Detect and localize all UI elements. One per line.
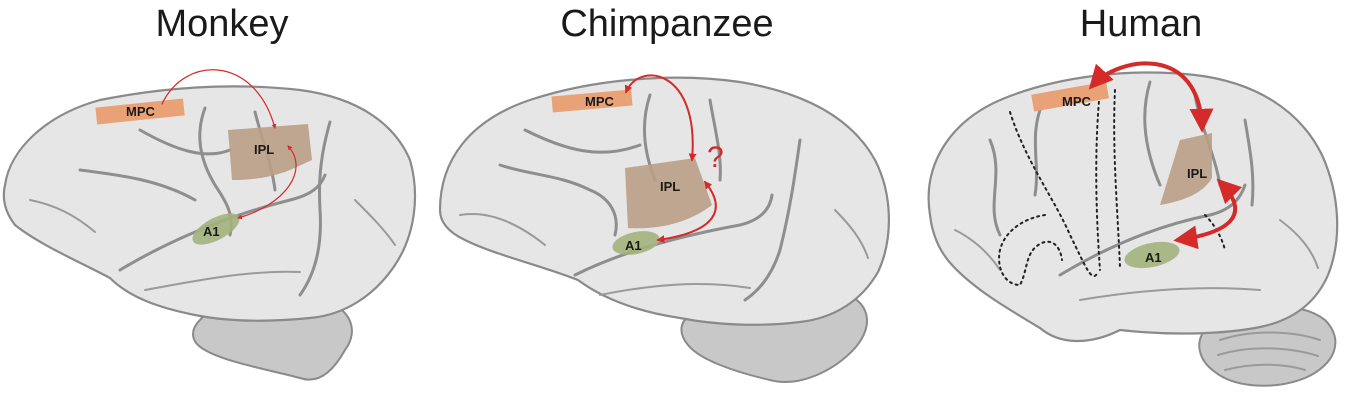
chimpanzee-sulcus (599, 283, 751, 296)
monkey-mpc-label: MPC (126, 104, 156, 119)
chimpanzee-sulcus (708, 98, 722, 182)
human-panel: Human MPC IPL A1 (927, 3, 1339, 387)
chimpanzee-a1-region (612, 231, 660, 255)
chimpanzee-sulcus (498, 163, 618, 237)
monkey-arrow-a1-ipl (237, 145, 297, 220)
human-sulcus (1033, 108, 1042, 197)
monkey-sulcus (298, 120, 332, 297)
human-arrow-a1-ipl (1173, 178, 1243, 250)
human-title: Human (1080, 3, 1203, 45)
monkey-brain-outline (2, 85, 417, 322)
chimpanzee-sulcus (573, 193, 774, 277)
monkey-sulcus (78, 168, 197, 202)
human-cerebellum-fold (1224, 363, 1306, 371)
chimpanzee-mpc-label: MPC (585, 94, 615, 109)
human-arrow-mpc-ipl (1088, 61, 1214, 133)
monkey-sulcus (354, 199, 396, 246)
human-sulcus (1279, 219, 1319, 269)
human-cerebellum-fold (1219, 331, 1321, 341)
human-sulcus (988, 138, 1002, 237)
chimpanzee-sulcus (834, 209, 869, 259)
human-sulcus (1079, 287, 1261, 301)
monkey-sulcus (138, 128, 232, 156)
human-cerebellum-fold (1217, 347, 1319, 357)
chimpanzee-sulcus (743, 138, 802, 302)
monkey-title: Monkey (155, 3, 288, 45)
human-boundary-dotted (1113, 89, 1121, 269)
monkey-a1-label: A1 (203, 224, 220, 239)
human-a1-region (1124, 241, 1180, 269)
chimpanzee-arrow-mpc-ipl (624, 74, 697, 162)
chimpanzee-a1-label: A1 (625, 238, 642, 253)
human-sulcus (954, 229, 1001, 271)
chimpanzee-question-mark: ? (707, 141, 724, 174)
chimpanzee-arrow-a1-ipl (656, 180, 717, 244)
chimpanzee-mpc-region (551, 89, 633, 113)
chimpanzee-ipl-label: IPL (660, 179, 680, 194)
human-boundary-dotted (998, 214, 1063, 287)
chimpanzee-panel: Chimpanzee MPC IPL A1 ? (438, 3, 890, 383)
monkey-arrow-mpc-ipl (161, 69, 277, 129)
human-ipl-label: IPL (1187, 166, 1207, 181)
monkey-a1-region (192, 213, 240, 245)
monkey-sulcus (144, 270, 301, 291)
monkey-sulcus (29, 199, 96, 233)
chimpanzee-sulcus (459, 213, 546, 246)
monkey-ipl-label: IPL (254, 142, 274, 157)
human-brain-outline (927, 71, 1339, 343)
chimpanzee-title: Chimpanzee (560, 3, 773, 45)
human-sulcus (1243, 118, 1255, 207)
monkey-panel: Monkey MPC IPL A1 (2, 3, 417, 381)
human-mpc-label: MPC (1062, 94, 1092, 109)
monkey-mpc-region (95, 98, 185, 125)
human-boundary-dotted (1009, 111, 1099, 278)
human-a1-label: A1 (1145, 250, 1162, 265)
